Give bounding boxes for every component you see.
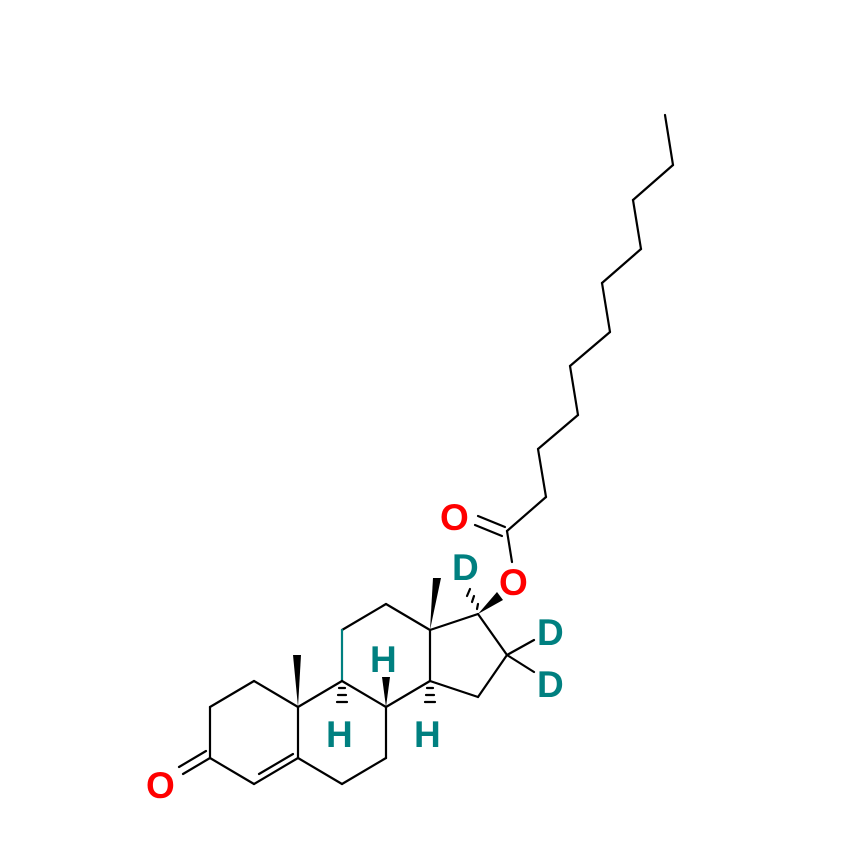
ring-bond: [384, 602, 432, 632]
hydrogen-label-c8: H: [370, 639, 397, 680]
hashed-bond-c17-d: [465, 587, 480, 611]
carbonyl-double-bond: [473, 523, 504, 538]
wedge-bond-c17-o: [478, 592, 503, 614]
ring-bond: [476, 612, 509, 657]
ring-bond: [208, 756, 256, 786]
ring-c: [340, 578, 441, 709]
ring-bond: [252, 679, 300, 709]
deuterium-label-c16-b: D: [537, 664, 564, 705]
wedge-methyl-c18: [430, 578, 441, 630]
chain-bond: [568, 330, 612, 368]
hydrogen-label-c9: H: [326, 714, 353, 755]
ring-a: [177, 655, 301, 786]
ring-bond: [340, 602, 388, 632]
ester-oxygen-label: O: [499, 562, 528, 603]
hydrogen-label-c14: H: [414, 714, 441, 755]
acyl-oxygen-bond: [505, 529, 514, 564]
chain-bond: [568, 364, 580, 417]
ring-bond: [384, 679, 432, 709]
ring-bond: [296, 679, 344, 709]
carbonyl-double-bond: [476, 514, 507, 529]
chain-bond: [631, 163, 675, 202]
ring-d: [428, 587, 536, 699]
chain-bond: [663, 113, 675, 167]
deuterium-label-c17: D: [452, 547, 479, 588]
ring-bond: [340, 679, 388, 709]
chain-bond: [600, 281, 612, 334]
ring-bond: [252, 756, 300, 786]
deuterium-label-c16-a: D: [537, 612, 564, 653]
chain-bond: [505, 495, 548, 533]
ketone-double-bond: [181, 756, 212, 776]
ring-bond: [340, 756, 388, 786]
ring-bond: [296, 756, 344, 786]
acyl-chain: [505, 113, 675, 533]
ring-bond: [428, 679, 480, 699]
hashed-bond-c14-h: [423, 686, 437, 704]
alkene-inner-bond: [257, 752, 295, 776]
wedge-methyl-c19: [293, 655, 301, 707]
ring-b: [296, 677, 437, 786]
hashed-bond-c9-h: [335, 686, 349, 704]
ester-group: [473, 514, 514, 614]
ring-bond: [476, 653, 509, 699]
chain-bond: [631, 198, 643, 251]
chain-bond: [536, 447, 548, 499]
chain-bond: [536, 413, 580, 451]
ketone-oxygen-label: O: [146, 765, 175, 806]
ring-bond: [428, 612, 480, 632]
c16-d-bond: [505, 653, 536, 674]
carbonyl-oxygen-label: O: [440, 497, 469, 538]
chain-bond: [600, 247, 643, 285]
ketone-double-bond: [177, 749, 208, 769]
c16-d-bond: [505, 638, 536, 657]
wedge-h-c8: [382, 677, 390, 707]
ring-bond: [208, 679, 256, 709]
